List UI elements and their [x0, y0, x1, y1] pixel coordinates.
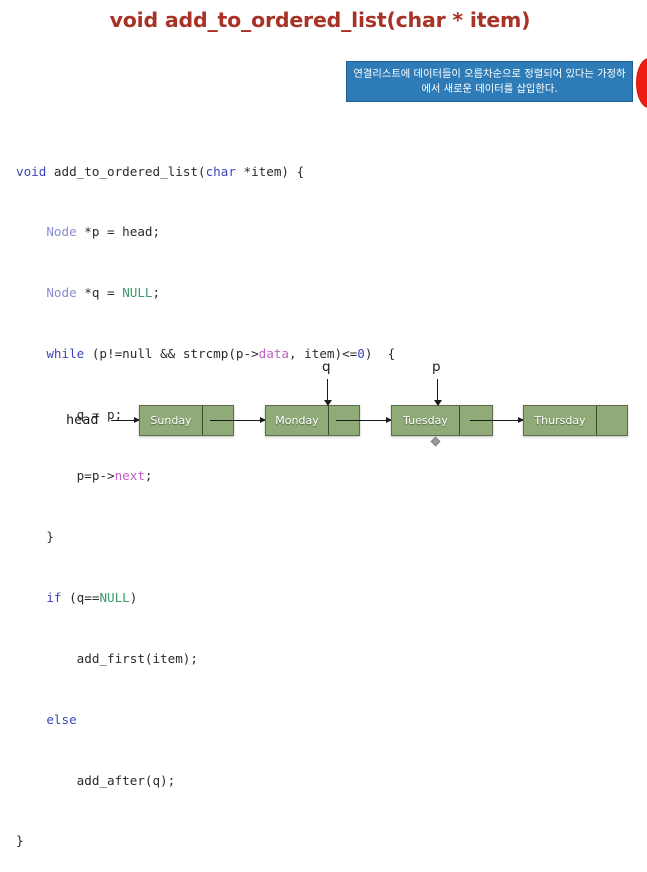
code-line-3: Node *q = NULL;	[46, 285, 161, 301]
list-node-thursday: Thursday	[523, 405, 628, 436]
pointer-arrow-p	[433, 379, 442, 406]
node-data-cell: Tuesday	[392, 406, 460, 435]
linked-list-diagram: head Sunday Monday Tuesday Thursday q	[0, 355, 647, 447]
code-line-8: if (q==NULL)	[46, 589, 138, 605]
code-line-12: }	[16, 833, 24, 849]
code-line-7: }	[16, 528, 54, 544]
connector-head	[111, 417, 140, 423]
code-line-6: p=p->next;	[16, 468, 153, 484]
pointer-label-q: q	[322, 359, 331, 375]
connector-tuesday-thursday	[470, 417, 524, 423]
connector-sunday-monday	[210, 417, 266, 423]
node-label: Sunday	[150, 414, 192, 427]
connector-monday-tuesday	[336, 417, 392, 423]
page-title: void add_to_ordered_list(char * item)	[109, 8, 531, 32]
callout-box: 연결리스트에 데이터들이 오름차순으로 정렬되어 있다는 가정하에서 새로운 데…	[346, 61, 633, 102]
code-line-5: q = p;	[16, 407, 123, 423]
code-line-1: void add_to_ordered_list(char *item) {	[16, 163, 305, 179]
red-ellipse-decoration	[636, 58, 647, 108]
head-label: head	[66, 412, 99, 428]
node-link-cell	[597, 406, 627, 435]
pointer-arrow-q	[323, 379, 332, 406]
node-data-cell: Sunday	[140, 406, 203, 435]
node-label: Monday	[275, 414, 319, 427]
code-line-9: add_first(item);	[16, 650, 198, 666]
callout-text: 연결리스트에 데이터들이 오름차순으로 정렬되어 있다는 가정하에서 새로운 데…	[353, 67, 626, 95]
pointer-label-p: p	[432, 359, 441, 375]
node-data-cell: Monday	[266, 406, 329, 435]
code-block: void add_to_ordered_list(char *item) { N…	[16, 121, 395, 872]
code-line-11: add_after(q);	[16, 772, 176, 788]
code-line-4: while (p!=null && strcmp(p->data, item)<…	[46, 346, 396, 362]
list-node-monday: Monday	[265, 405, 360, 436]
selection-handle-marker[interactable]	[430, 436, 441, 447]
code-line-10: else	[46, 711, 77, 727]
code-line-2: Node *p = head;	[46, 224, 161, 240]
node-data-cell: Thursday	[524, 406, 597, 435]
node-label: Tuesday	[403, 414, 448, 427]
node-label: Thursday	[534, 414, 586, 427]
